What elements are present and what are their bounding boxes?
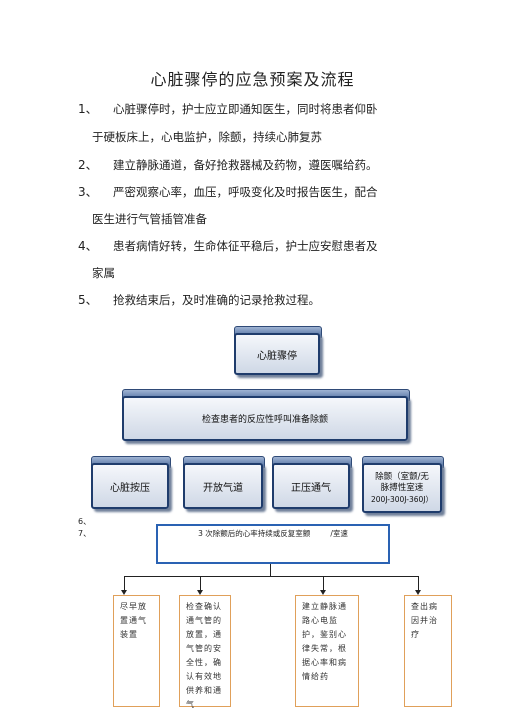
connector-vertical bbox=[270, 564, 271, 576]
flow-node-chest-compression: 心脏按压 bbox=[91, 463, 169, 509]
defib-line-1: 除颤（室颤/无 bbox=[375, 471, 429, 482]
sub-box-airway-device: 尽早放置通气装置 bbox=[113, 595, 160, 707]
flow-node-cardiac-arrest: 心脏骤停 bbox=[234, 333, 320, 375]
flow-node-open-airway: 开放气道 bbox=[183, 463, 263, 509]
connector-drop-1 bbox=[124, 576, 125, 590]
persistent-vf-text: 3 次除颤后的心率持续或反复室颤 bbox=[198, 529, 311, 538]
defib-line-3: 200J-300J-360J） bbox=[371, 494, 433, 504]
connector-horizontal bbox=[124, 576, 418, 577]
sub-box-confirm-tube: 检查确认通气管的放置，通气管的安全性，确认有效地供养和通气 bbox=[179, 595, 231, 709]
page-title: 心脏骤停的应急预案及流程 bbox=[150, 70, 355, 89]
arrow-4 bbox=[415, 590, 421, 595]
sub-box-iv-access: 建立静脉通路心电监护，鉴别心律失常，根据心率和病情给药 bbox=[295, 595, 359, 707]
sub-box-find-cause: 查出病因并治疗 bbox=[404, 595, 452, 707]
label-7: 7、 bbox=[78, 529, 92, 538]
label-6: 6、 bbox=[78, 517, 92, 526]
flow-node-defibrillation: 除颤（室颤/无 脉搏性室速 200J-300J-360J） bbox=[362, 463, 442, 513]
connector-drop-2 bbox=[200, 576, 201, 590]
persistent-vf-suffix: /室速 bbox=[330, 529, 348, 538]
flow-node-persistent-vf: 3 次除颤后的心率持续或反复室颤 /室速 bbox=[156, 524, 390, 564]
defib-line-2: 脉搏性室速 bbox=[380, 482, 424, 493]
flow-node-positive-ventilation: 正压通气 bbox=[272, 463, 350, 509]
flow-node-check-response: 检查患者的反应性呼叫准备除颤 bbox=[122, 396, 408, 441]
arrow-1 bbox=[121, 590, 127, 595]
arrow-2 bbox=[197, 590, 203, 595]
connector-drop-3 bbox=[323, 576, 324, 590]
connector-drop-4 bbox=[418, 576, 419, 590]
arrow-3 bbox=[320, 590, 326, 595]
